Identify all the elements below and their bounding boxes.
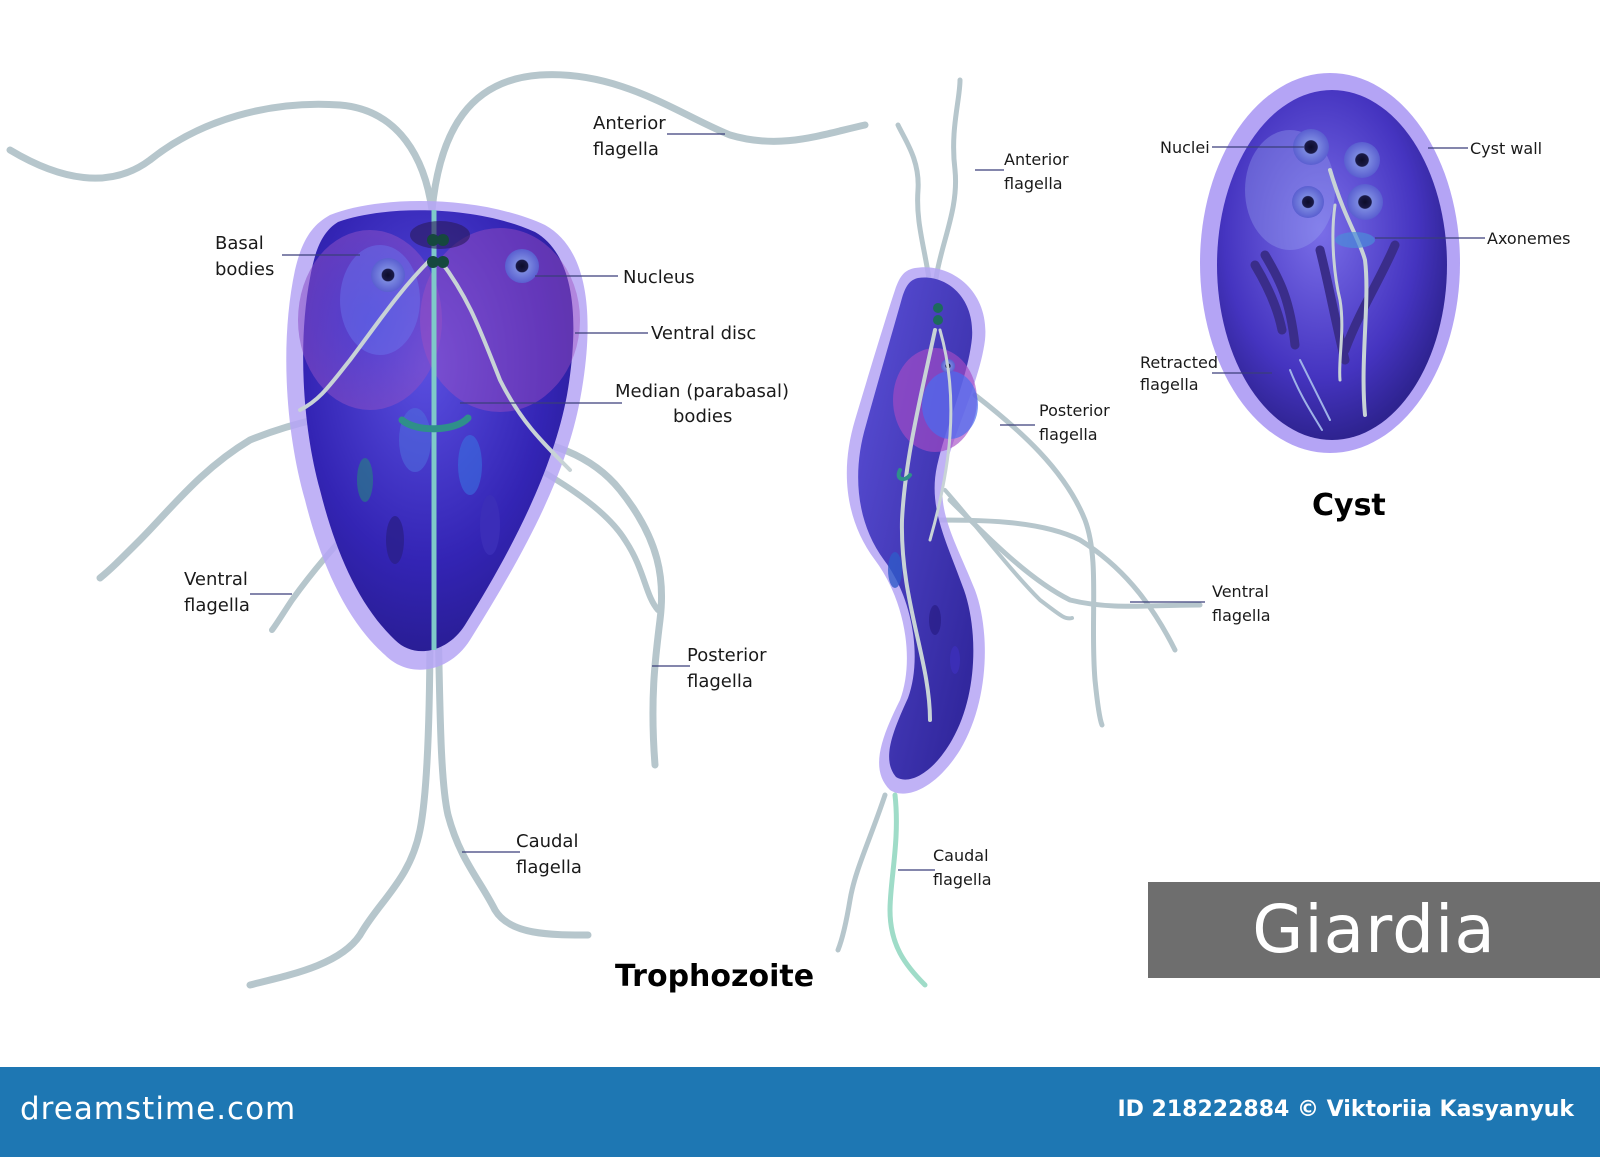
label-caudal-flagella-2: flagella [516, 857, 582, 878]
page-title: Giardia [1252, 891, 1496, 968]
cyst-label-wall: Cyst wall [1470, 139, 1542, 158]
label-caudal-flagella-1: Caudal [516, 831, 578, 852]
side-label-posterior-1: Posterior [1039, 401, 1110, 420]
label-ventral-flagella-2: flagella [184, 595, 250, 616]
label-nucleus: Nucleus [623, 267, 695, 288]
side-label-anterior-2: flagella [1004, 174, 1063, 193]
trophozoite-side-view: Anterior flagella Posterior flagella Ven… [835, 77, 1271, 988]
cyst-label-retracted-1: Retracted [1140, 353, 1218, 372]
side-label-ventral-1: Ventral [1212, 582, 1269, 601]
cyst-nucleus-1 [1293, 129, 1329, 165]
nucleus-right [505, 249, 539, 283]
ventral-disc-left [298, 230, 442, 410]
trophozoite-caption: Trophozoite [615, 959, 814, 994]
cyst-nucleus-4 [1347, 184, 1383, 220]
caudal-flagellum-right [434, 616, 592, 939]
anterior-flagellum-left [6, 100, 436, 214]
side-label-posterior-2: flagella [1039, 425, 1098, 444]
footer-site-link[interactable]: dreamstime.com [20, 1091, 297, 1127]
side-posterior-flagellum [972, 392, 1105, 728]
cyst-label-retracted-2: flagella [1140, 375, 1199, 394]
ventral-disc-right [420, 228, 580, 412]
cyst-nucleus-2 [1344, 142, 1380, 178]
label-median-bodies-1: Median (parabasal) [615, 381, 789, 402]
label-median-bodies-2: bodies [673, 406, 732, 427]
median-bodies [398, 414, 472, 433]
label-posterior-flagella-1: Posterior [687, 645, 767, 666]
nucleus-left [371, 258, 405, 292]
side-basal-bodies [933, 303, 943, 325]
title-banner [1148, 882, 1600, 978]
cyst-label-axonemes: Axonemes [1487, 229, 1570, 248]
cyst-body [1217, 90, 1447, 440]
side-label-caudal-1: Caudal [933, 846, 989, 865]
label-basal-bodies-2: bodies [215, 259, 274, 280]
side-label-caudal-2: flagella [933, 870, 992, 889]
cyst-label-nuclei: Nuclei [1160, 138, 1210, 157]
caudal-flagellum-left [246, 616, 434, 989]
footer-credit: ID 218222884 © Viktoriia Kasyanyuk [1117, 1097, 1574, 1122]
side-label-ventral-2: flagella [1212, 606, 1271, 625]
label-anterior-flagella-1: Anterior [593, 113, 666, 134]
label-basal-bodies-1: Basal [215, 233, 264, 254]
side-ventral-flagellum-2 [947, 497, 1203, 609]
label-anterior-flagella-2: flagella [593, 139, 659, 160]
cyst-caption: Cyst [1312, 488, 1386, 523]
basal-bodies [410, 221, 470, 268]
label-posterior-flagella-2: flagella [687, 671, 753, 692]
label-ventral-disc: Ventral disc [651, 323, 756, 344]
cyst-nucleus-3 [1292, 186, 1324, 218]
label-ventral-flagella-1: Ventral [184, 569, 248, 590]
side-caudal-flagellum-2 [835, 792, 888, 953]
footer-bar: dreamstime.com ID 218222884 © Viktoriia … [0, 1067, 1600, 1157]
cyst-view: Nuclei Cyst wall Axonemes Retracted flag… [1140, 73, 1570, 523]
anterior-flagellum-right [428, 71, 869, 214]
side-caudal-flagellum-1 [887, 792, 928, 988]
trophozoite-front-view: Anterior flagella Basal bodies Nucleus V… [6, 71, 869, 994]
side-label-anterior-1: Anterior [1004, 150, 1069, 169]
